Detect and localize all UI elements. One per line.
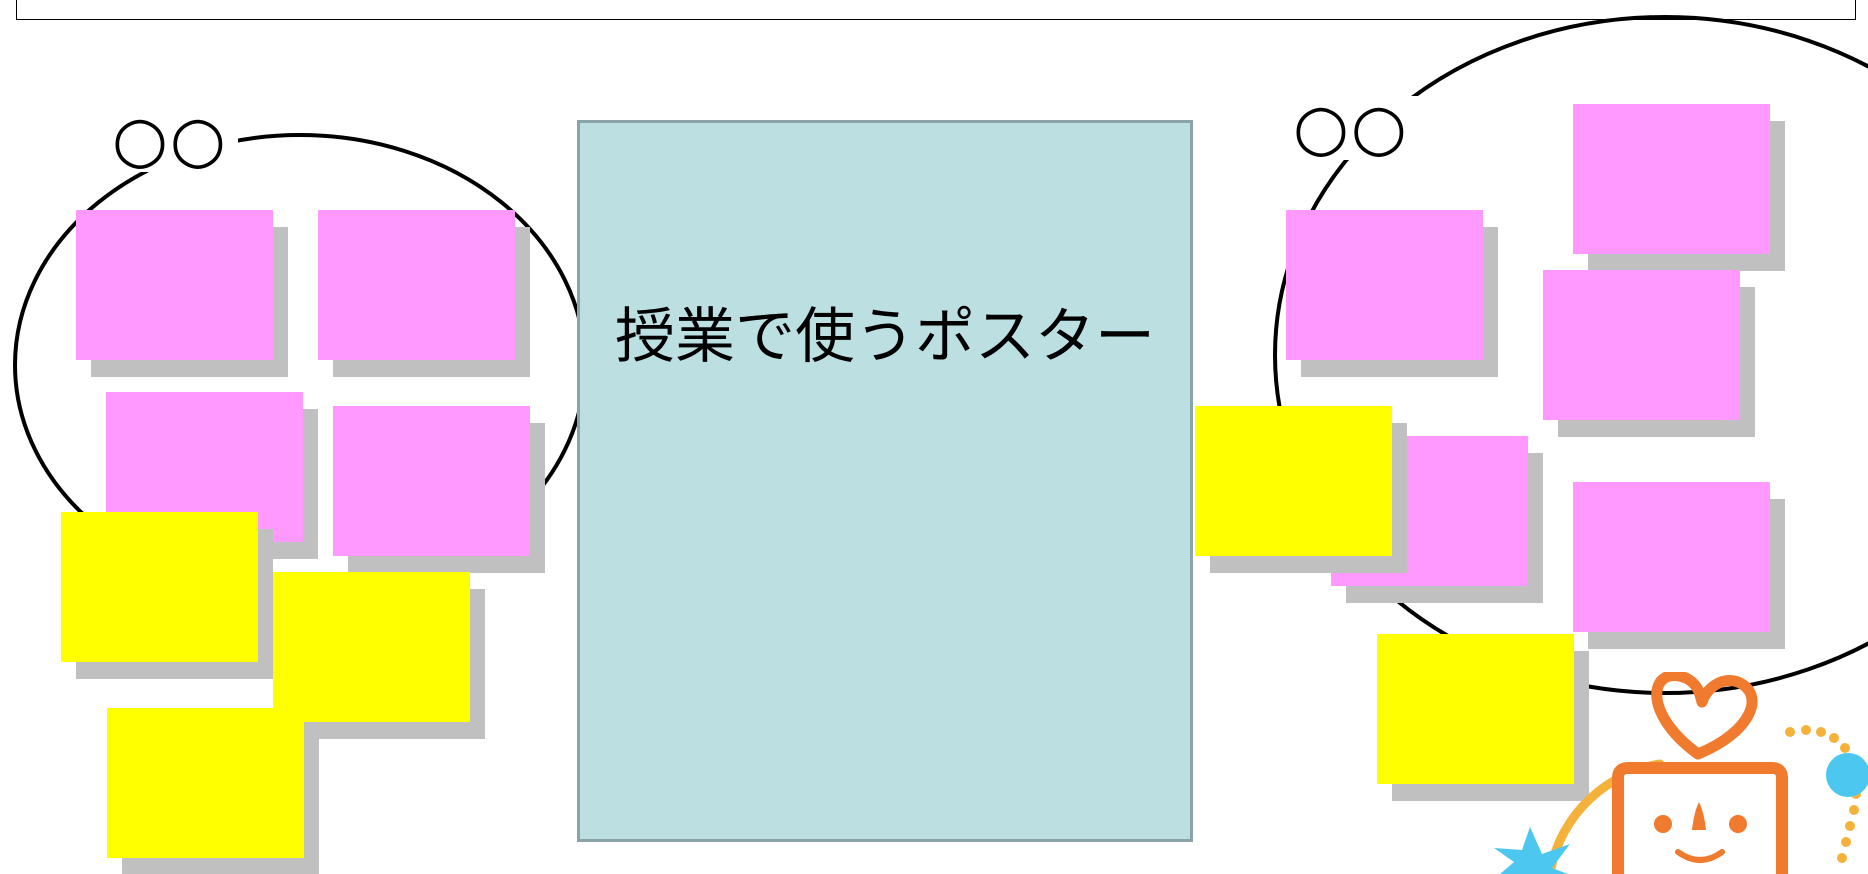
title-frame: [16, 0, 1856, 20]
sticky-note-pink[interactable]: [1286, 210, 1483, 360]
sticky-note-yellow[interactable]: [273, 572, 470, 722]
sticky-note-pink[interactable]: [318, 210, 515, 360]
sticky-note-pink[interactable]: [76, 210, 273, 360]
sticky-note-yellow[interactable]: [1377, 634, 1574, 784]
sticky-note-pink[interactable]: [1573, 482, 1770, 632]
sticky-note-yellow[interactable]: [107, 708, 304, 858]
poster-label: 授業で使うポスター: [615, 301, 1155, 372]
sticky-note-yellow[interactable]: [1195, 406, 1392, 556]
sticky-note-pink[interactable]: [333, 406, 530, 556]
left-group-label: ○○: [112, 108, 238, 172]
right-group-label: ○○: [1293, 96, 1419, 160]
sticky-note-pink[interactable]: [1573, 104, 1770, 254]
right-group-oval: [1273, 15, 1868, 695]
poster: 授業で使うポスター: [577, 120, 1193, 842]
sticky-note-yellow[interactable]: [61, 512, 258, 662]
mascot-icon: [1494, 672, 1868, 874]
sticky-note-pink[interactable]: [1543, 270, 1740, 420]
